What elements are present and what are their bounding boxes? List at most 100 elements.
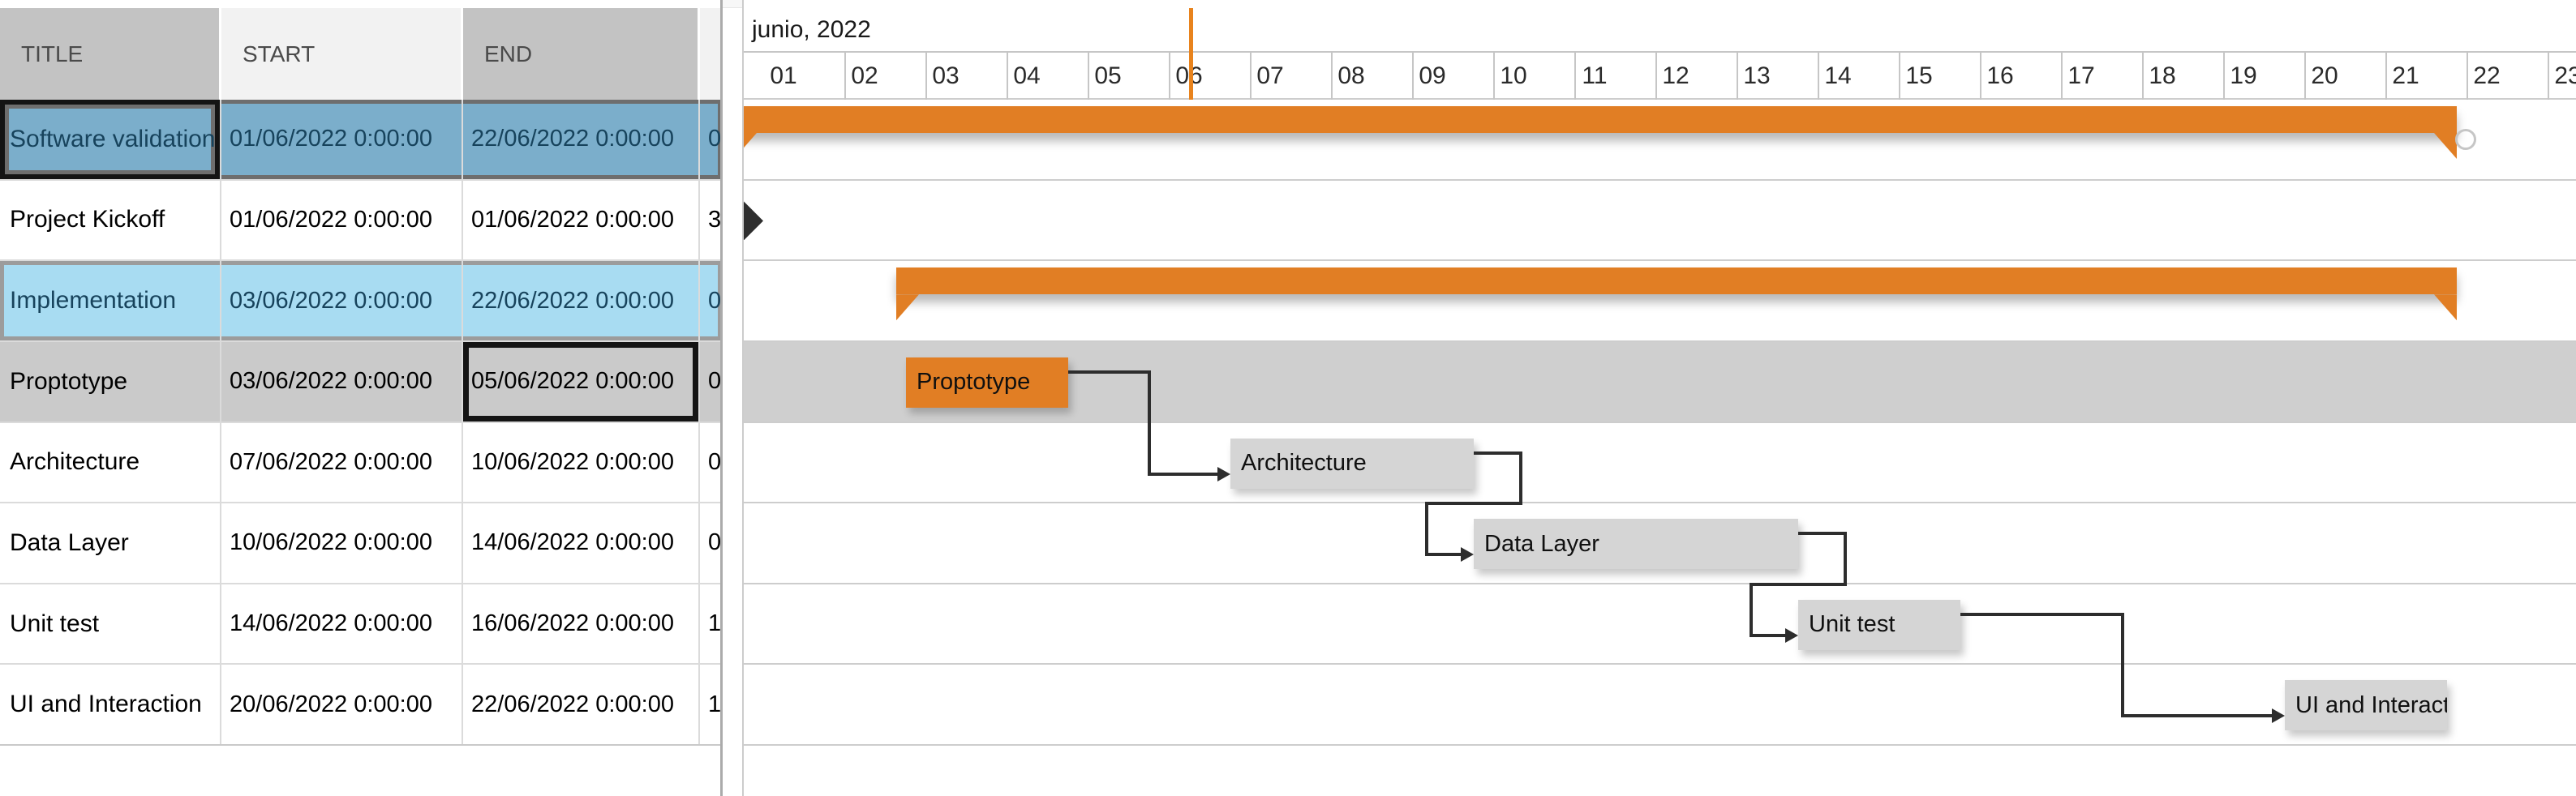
grid-cell-title[interactable]: Architecture xyxy=(0,422,221,503)
grid-cell-title[interactable]: Data Layer xyxy=(0,503,221,583)
timeline-day-row: 0102030405060708091011121314151617181920… xyxy=(744,53,2576,100)
chart-row-border xyxy=(744,259,2576,262)
chart-row-border xyxy=(744,502,2576,504)
grid-cell-extra[interactable]: 0 xyxy=(708,126,722,152)
day-header-cell-17: 17 xyxy=(2041,53,2144,100)
grid-cell-extra[interactable]: 3 xyxy=(708,206,722,233)
grid-chart-splitter[interactable] xyxy=(720,0,723,796)
task-bar-label: Architecture xyxy=(1241,450,1367,476)
day-header-cell-20: 20 xyxy=(2285,53,2387,100)
day-header-cell-18: 18 xyxy=(2123,53,2225,100)
day-header-cell-22: 22 xyxy=(2447,53,2549,100)
dependency-arrow xyxy=(2272,708,2285,724)
day-header-cell-12: 12 xyxy=(1636,53,1738,100)
grid-cell-title[interactable]: Implementation xyxy=(0,261,221,340)
task-bar-ui-and-interaction[interactable]: UI and Interaction xyxy=(2285,680,2447,731)
dependency-line xyxy=(1798,532,1845,536)
summary-bar-software-validation[interactable] xyxy=(744,106,2457,159)
grid-header-cell-title[interactable]: TITLE xyxy=(0,8,221,100)
grid-cell-start[interactable]: 03/06/2022 0:00:00 xyxy=(221,341,463,422)
summary-bracket-right xyxy=(2434,133,2457,159)
grid-cell-end[interactable]: 01/06/2022 0:00:00 xyxy=(463,180,700,260)
task-bar-data-layer[interactable]: Data Layer xyxy=(1474,519,1798,570)
grid-cell-end[interactable]: 22/06/2022 0:00:00 xyxy=(463,665,700,744)
chart-row-border xyxy=(744,340,2576,342)
grid-cell-end[interactable]: 22/06/2022 0:00:00 xyxy=(463,100,700,179)
chart-row-border xyxy=(744,98,2576,100)
chart-row-border xyxy=(744,178,2576,181)
summary-bracket-left xyxy=(744,133,757,159)
dependency-line xyxy=(1068,370,1149,374)
grid-cell-title[interactable]: Unit test xyxy=(0,584,221,664)
grid-cell-title[interactable]: UI and Interaction xyxy=(0,665,221,744)
dependency-arrow xyxy=(1217,466,1230,481)
grid-header-cell-start[interactable]: START xyxy=(221,8,463,100)
task-bar-label: Proptotype xyxy=(917,369,1031,396)
day-header-cell-21: 21 xyxy=(2366,53,2468,100)
grid-cell-start[interactable]: 01/06/2022 0:00:00 xyxy=(221,180,463,260)
summary-bracket-right xyxy=(2434,294,2457,321)
chart-row-border xyxy=(744,421,2576,423)
grid-cell-title[interactable]: Proptotype xyxy=(0,341,221,422)
grid-cell-start[interactable]: 10/06/2022 0:00:00 xyxy=(221,503,463,583)
task-bar-label: UI and Interaction xyxy=(2295,691,2447,718)
dependency-line xyxy=(1751,633,1788,637)
dependency-line xyxy=(1960,612,2123,616)
grid-cell-title[interactable]: Software validation xyxy=(0,100,221,179)
grid-cell-start[interactable]: 20/06/2022 0:00:00 xyxy=(221,665,463,744)
day-header-cell-03: 03 xyxy=(906,53,1008,100)
grid-cell-end[interactable]: 05/06/2022 0:00:00 xyxy=(463,341,700,422)
grid-cell-extra[interactable]: 0 xyxy=(708,529,722,556)
day-header-cell-04: 04 xyxy=(987,53,1089,100)
day-header-cell-16: 16 xyxy=(1960,53,2063,100)
chart-row-border xyxy=(744,744,2576,746)
day-header-cell-07: 07 xyxy=(1230,53,1333,100)
grid-cell-start[interactable]: 03/06/2022 0:00:00 xyxy=(221,261,463,340)
summary-bar-implementation[interactable] xyxy=(896,267,2457,321)
task-bar-unit-test[interactable]: Unit test xyxy=(1798,599,1960,650)
grid-cell-end[interactable]: 10/06/2022 0:00:00 xyxy=(463,422,700,503)
grid-cell-end[interactable]: 14/06/2022 0:00:00 xyxy=(463,503,700,583)
summary-bracket-left xyxy=(896,294,919,321)
dependency-line xyxy=(1425,502,1428,557)
day-header-cell-09: 09 xyxy=(1393,53,1495,100)
day-header-cell-10: 10 xyxy=(1474,53,1576,100)
grid-header-cell-extra[interactable] xyxy=(700,8,722,100)
timeline-month-row: junio, 2022 xyxy=(744,8,2576,53)
grid-cell-extra[interactable]: 0 xyxy=(708,448,722,475)
day-header-cell-15: 15 xyxy=(1879,53,1981,100)
connector-handle-circle[interactable] xyxy=(2455,129,2476,150)
grid-cell-start[interactable]: 01/06/2022 0:00:00 xyxy=(221,100,463,179)
task-bar-label: Unit test xyxy=(1809,611,1896,638)
task-bar-proptotype[interactable]: Proptotype xyxy=(906,357,1068,408)
grid-cell-start[interactable]: 07/06/2022 0:00:00 xyxy=(221,422,463,503)
task-bar-architecture[interactable]: Architecture xyxy=(1230,438,1474,489)
dependency-arrow xyxy=(1785,627,1798,643)
chart-row-border xyxy=(744,663,2576,665)
grid-cell-start[interactable]: 14/06/2022 0:00:00 xyxy=(221,584,463,664)
grid-cell-extra[interactable]: 1 xyxy=(708,691,722,717)
grid-cell-end[interactable]: 16/06/2022 0:00:00 xyxy=(463,584,700,664)
grid-header-cell-end[interactable]: END xyxy=(463,8,700,100)
dependency-line xyxy=(1427,553,1464,557)
grid-cell-end[interactable]: 22/06/2022 0:00:00 xyxy=(463,261,700,340)
milestone-diamond-project-kickoff[interactable] xyxy=(744,201,763,241)
grid-cell-extra[interactable]: 0 xyxy=(708,287,722,314)
day-header-cell-23: 23 xyxy=(2528,53,2576,100)
day-header-cell-01: 01 xyxy=(744,53,846,100)
grid-cell-title[interactable]: Project Kickoff xyxy=(0,180,221,260)
grid-cell-extra[interactable]: 1 xyxy=(708,610,722,637)
grid-cell-extra[interactable]: 0 xyxy=(708,368,722,395)
